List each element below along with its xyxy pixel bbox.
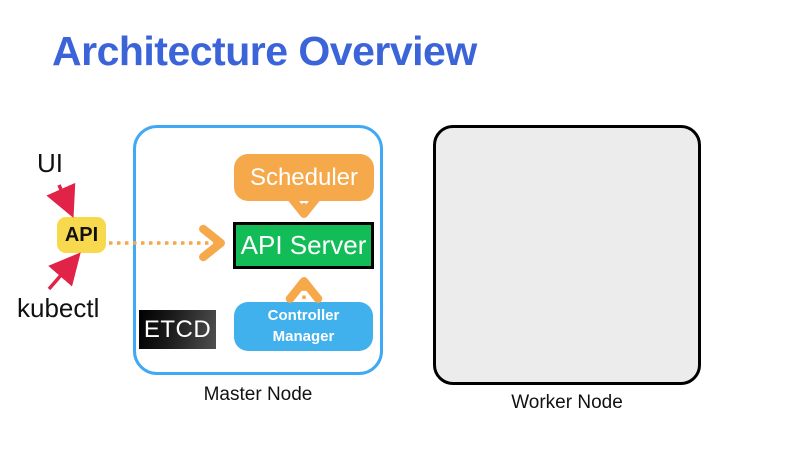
master-node-label: Master Node — [203, 384, 313, 405]
api-server-box: API Server — [233, 222, 374, 269]
ui-label: UI — [37, 148, 63, 178]
worker-node-box — [433, 125, 701, 385]
page-title: Architecture Overview — [52, 28, 477, 74]
controller-manager-box: Controller Manager — [234, 302, 373, 351]
etcd-box: ETCD — [139, 310, 216, 349]
kubectl-to-api-arrow — [47, 252, 81, 291]
api-badge: API — [57, 217, 106, 253]
kubectl-label: kubectl — [17, 293, 100, 323]
scheduler-box: Scheduler — [234, 154, 374, 201]
ui-to-api-arrow — [46, 182, 76, 219]
worker-node-label: Worker Node — [511, 392, 623, 413]
